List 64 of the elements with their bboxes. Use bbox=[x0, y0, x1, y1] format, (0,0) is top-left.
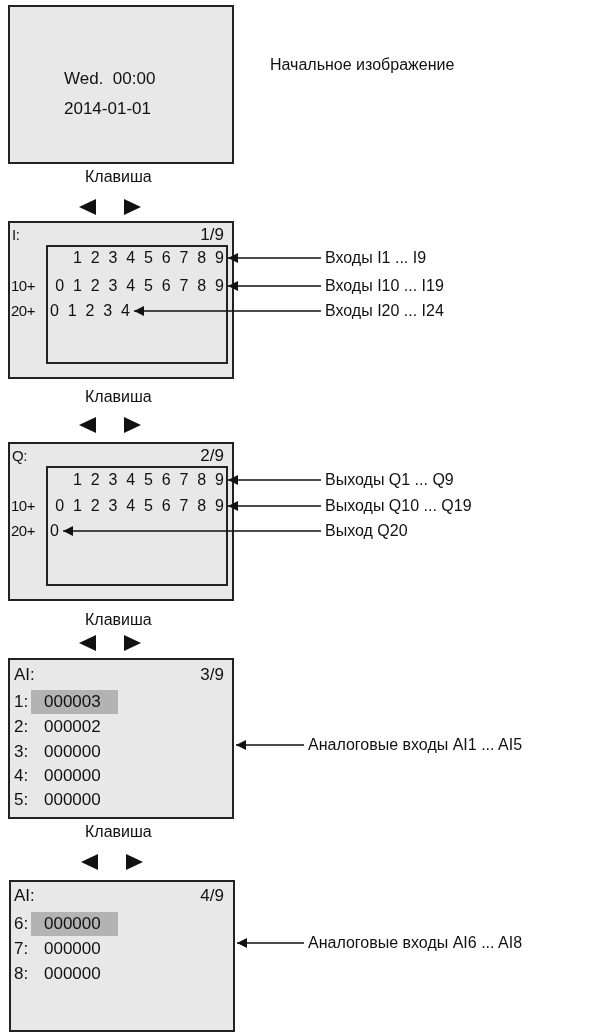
callout-text: Входы I1 ... I9 bbox=[325, 248, 427, 268]
screen-header-text: 2/9 bbox=[200, 446, 224, 466]
lcd-screen bbox=[9, 880, 235, 1032]
screen-text: 000000 bbox=[44, 939, 101, 959]
key-label: Клавиша bbox=[85, 822, 152, 842]
lcd-screen bbox=[8, 5, 234, 164]
digit-row: 0 1 2 3 4 5 6 7 8 9 bbox=[55, 496, 226, 516]
highlighted-value: 000003 bbox=[31, 690, 118, 714]
screen-text: 10+ bbox=[11, 276, 35, 296]
digit-row: 0 1 2 3 4 5 6 7 8 9 bbox=[55, 276, 226, 296]
digit-row: 0 bbox=[50, 521, 62, 541]
leader-arrow bbox=[133, 306, 322, 316]
screen-text: 3: bbox=[14, 742, 29, 762]
digit-row: 0 1 2 3 4 bbox=[50, 301, 133, 321]
screen-header-text: Q: bbox=[12, 446, 27, 466]
key-label: Клавиша bbox=[85, 387, 152, 407]
leader-arrow bbox=[227, 501, 322, 511]
screen-text: 6: bbox=[14, 914, 29, 934]
leader-arrow bbox=[235, 740, 305, 750]
inner-frame bbox=[46, 245, 228, 364]
callout-text: Выходы Q1 ... Q9 bbox=[325, 470, 454, 490]
screen-text: 20+ bbox=[11, 301, 35, 321]
screen-header-text: I: bbox=[12, 225, 20, 245]
screen-text: 000000 bbox=[44, 742, 101, 762]
highlighted-value: 000000 bbox=[31, 912, 118, 936]
callout-text: Аналоговые входы AI6 ... AI8 bbox=[308, 933, 523, 953]
screen-text: 2: bbox=[14, 717, 29, 737]
screen-text: 5: bbox=[14, 790, 29, 810]
callout-text: Выходы Q10 ... Q19 bbox=[325, 496, 472, 516]
screen-text: 000002 bbox=[44, 717, 101, 737]
lcd-screen bbox=[8, 658, 234, 819]
screen-text: 000000 bbox=[44, 790, 101, 810]
key-label: Клавиша bbox=[85, 167, 152, 187]
screen-text: 1: bbox=[14, 692, 29, 712]
screen-text: 000000 bbox=[44, 766, 101, 786]
screen-header-text: AI: bbox=[14, 665, 35, 685]
lcd-screen bbox=[8, 442, 234, 601]
screen-text: 8: bbox=[14, 964, 29, 984]
screen-header-text: AI: bbox=[14, 886, 35, 906]
key-label: Клавиша bbox=[85, 610, 152, 630]
screen-text: 000000 bbox=[44, 964, 101, 984]
screen-header-text: 2014-01-01 bbox=[64, 99, 151, 119]
callout-text: Входы I10 ... I19 bbox=[325, 276, 444, 296]
inner-frame bbox=[46, 466, 228, 586]
screen-text: 10+ bbox=[11, 496, 35, 516]
leader-arrow bbox=[227, 281, 322, 291]
digit-row: 1 2 3 4 5 6 7 8 9 bbox=[72, 470, 226, 490]
screen-caption: Начальное изображение bbox=[270, 55, 455, 75]
screen-header-text: Wed. 00:00 bbox=[64, 69, 156, 89]
screen-text: 7: bbox=[14, 939, 29, 959]
callout-text: Входы I20 ... I24 bbox=[325, 301, 444, 321]
screen-header-text: 4/9 bbox=[200, 886, 224, 906]
screen-header-text: 1/9 bbox=[200, 225, 224, 245]
digit-row: 1 2 3 4 5 6 7 8 9 bbox=[72, 248, 226, 268]
leader-arrow bbox=[227, 475, 322, 485]
leader-arrow bbox=[62, 526, 322, 536]
screen-text: 4: bbox=[14, 766, 29, 786]
callout-text: Аналоговые входы AI1 ... AI5 bbox=[308, 735, 523, 755]
lcd-screen bbox=[8, 221, 234, 379]
leader-arrow bbox=[227, 253, 322, 263]
leader-arrow bbox=[236, 938, 305, 948]
screen-text: 20+ bbox=[11, 521, 35, 541]
screen-header-text: 3/9 bbox=[200, 665, 224, 685]
callout-text: Выход Q20 bbox=[325, 521, 408, 541]
